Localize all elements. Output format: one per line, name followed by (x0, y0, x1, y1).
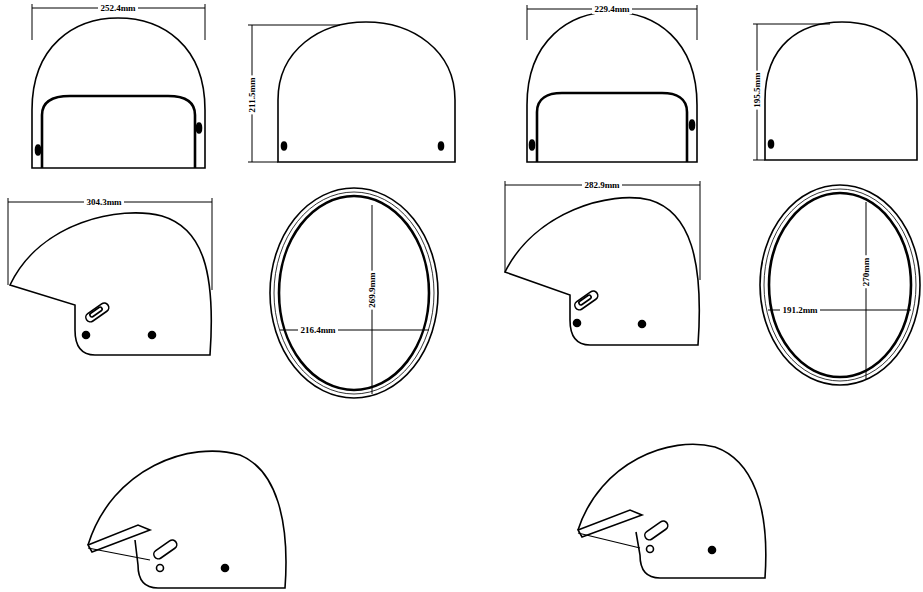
dimension-label: 252.4mm (98, 3, 137, 13)
dimension-label: 270mm (861, 256, 871, 289)
dimension-label: 282.9mm (582, 180, 621, 190)
dimension-label: 211.5mm (247, 76, 257, 115)
dimension-label: 304.3mm (84, 197, 123, 207)
dimension-label: 269.9mm (367, 270, 377, 309)
dimension-label: 191.2mm (780, 305, 819, 315)
dimension-label: 195.5mm (752, 70, 762, 109)
dimension-label: 216.4mm (298, 325, 337, 335)
dimension-label: 229.4mm (592, 4, 631, 14)
